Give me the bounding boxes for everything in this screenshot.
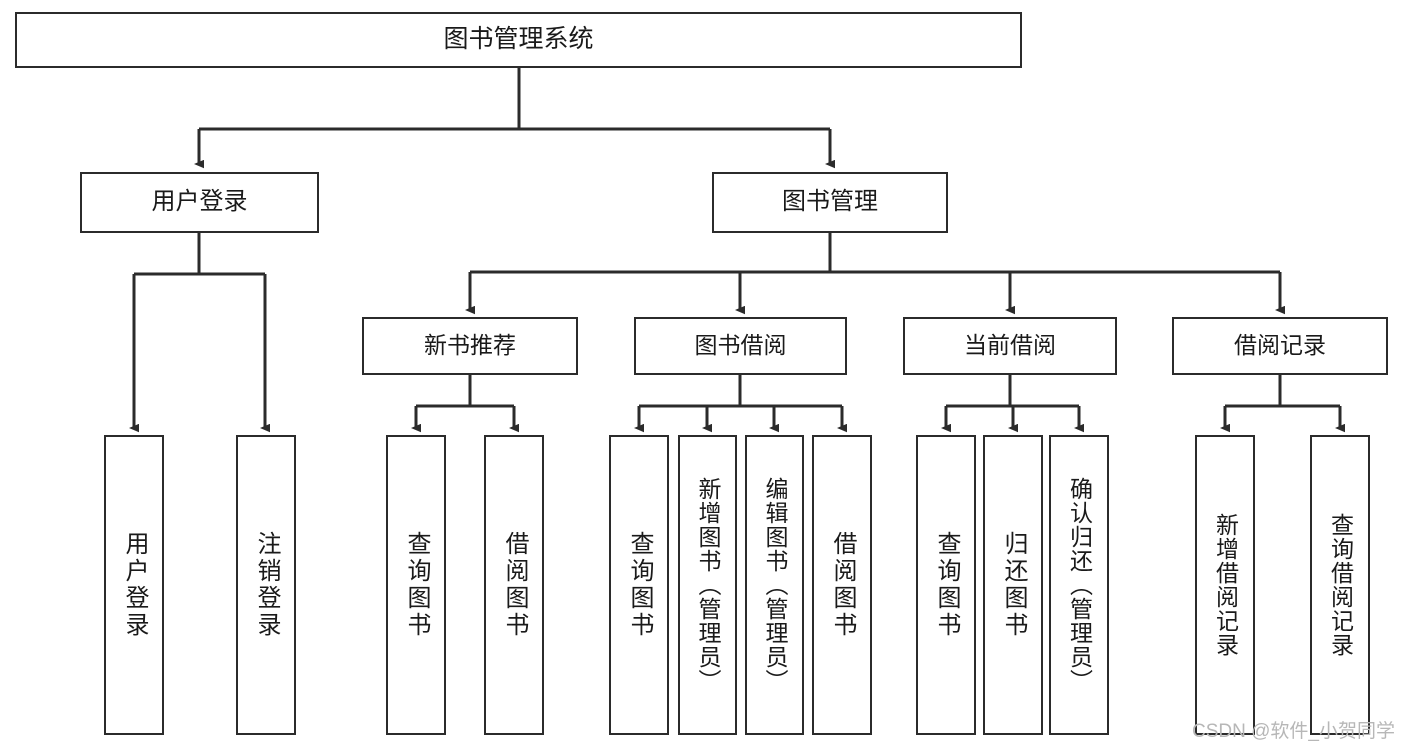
leaf-borrow-book[interactable]: 借阅图书 xyxy=(812,435,872,735)
node-label: 用户登录 xyxy=(121,531,148,639)
leaf-borrow-book-recommend[interactable]: 借阅图书 xyxy=(484,435,544,735)
node-label: 查询图书 xyxy=(626,531,653,639)
leaf-query-book-current[interactable]: 查询图书 xyxy=(916,435,976,735)
leaf-add-borrow-record[interactable]: 新增借阅记录 xyxy=(1195,435,1255,735)
node-root-system[interactable]: 图书管理系统 xyxy=(15,12,1022,68)
node-label: 借阅记录 xyxy=(1234,332,1326,359)
node-label: 图书管理 xyxy=(782,188,878,216)
node-label: 借阅图书 xyxy=(501,531,528,639)
node-book-borrow[interactable]: 图书借阅 xyxy=(634,317,847,375)
edges-borrowrecord-to-leaves xyxy=(1220,375,1345,433)
node-label: 图书借阅 xyxy=(694,332,787,359)
node-label: 查询图书 xyxy=(933,531,960,639)
edges-bookmgmt-to-level2 xyxy=(465,233,1285,315)
leaf-confirm-return-admin[interactable]: 确认归还（管理员） xyxy=(1049,435,1109,735)
node-borrow-record[interactable]: 借阅记录 xyxy=(1172,317,1388,375)
node-book-management[interactable]: 图书管理 xyxy=(712,172,948,233)
node-label: 当前借阅 xyxy=(964,332,1056,359)
leaf-logout[interactable]: 注销登录 xyxy=(236,435,296,735)
node-current-borrow[interactable]: 当前借阅 xyxy=(903,317,1117,375)
leaf-add-book-admin[interactable]: 新增图书（管理员） xyxy=(678,435,737,735)
node-label: 编辑图书（管理员） xyxy=(762,477,788,693)
node-label: 新书推荐 xyxy=(424,332,516,359)
node-label: 借阅图书 xyxy=(829,531,856,639)
leaf-query-borrow-record[interactable]: 查询借阅记录 xyxy=(1310,435,1370,735)
node-label: 查询借阅记录 xyxy=(1327,513,1354,657)
node-label: 图书管理系统 xyxy=(443,25,594,54)
edges-userlogin-to-leaves xyxy=(129,233,270,433)
leaf-query-book-recommend[interactable]: 查询图书 xyxy=(386,435,446,735)
edges-newbook-to-leaves xyxy=(411,375,519,433)
node-label: 注销登录 xyxy=(253,531,280,639)
node-label: 查询图书 xyxy=(403,531,430,639)
edges-bookborrow-to-leaves xyxy=(634,375,847,433)
node-label: 归还图书 xyxy=(1000,531,1027,639)
leaf-edit-book-admin[interactable]: 编辑图书（管理员） xyxy=(745,435,804,735)
leaf-user-login[interactable]: 用户登录 xyxy=(104,435,164,735)
node-user-login[interactable]: 用户登录 xyxy=(80,172,319,233)
node-label: 新增图书（管理员） xyxy=(695,477,721,693)
edges-currentborrow-to-leaves xyxy=(941,375,1084,433)
node-label: 用户登录 xyxy=(151,188,248,216)
leaf-query-book-borrow[interactable]: 查询图书 xyxy=(609,435,669,735)
node-label: 新增借阅记录 xyxy=(1212,513,1239,657)
node-new-book-recommend[interactable]: 新书推荐 xyxy=(362,317,578,375)
edges-root-to-level1 xyxy=(194,68,835,169)
leaf-return-book[interactable]: 归还图书 xyxy=(983,435,1043,735)
node-label: 确认归还（管理员） xyxy=(1066,477,1093,693)
